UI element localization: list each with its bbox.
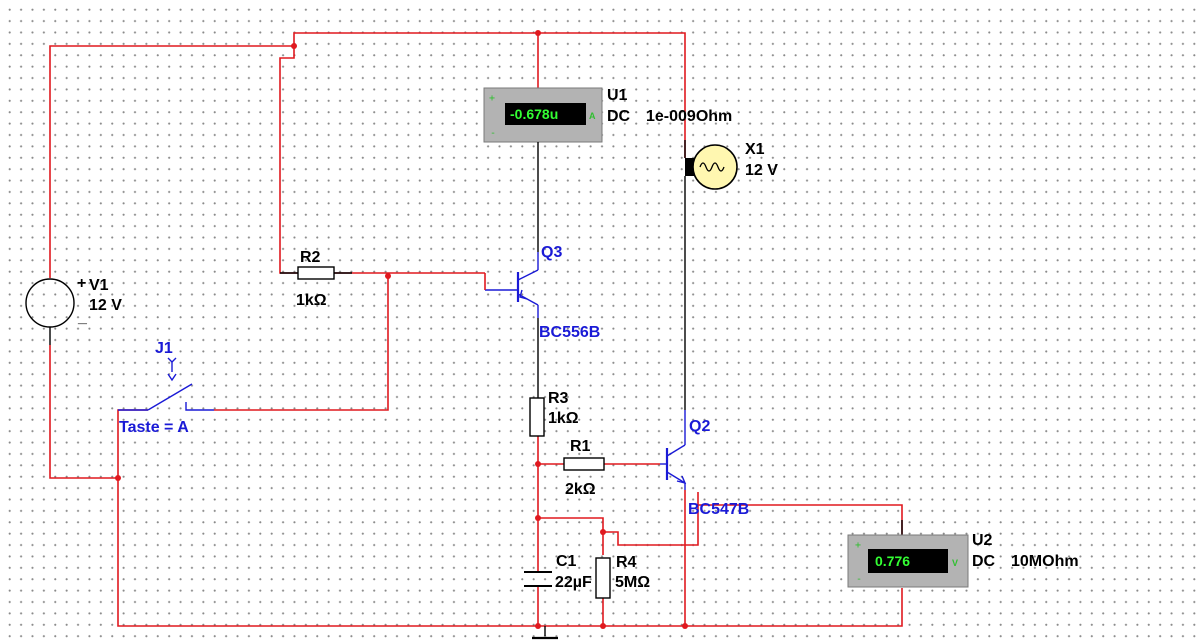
wire-q2-r4 — [603, 505, 698, 545]
q3-transistor[interactable]: Q3 BC556B — [485, 244, 600, 341]
u1-plus: + — [489, 93, 495, 104]
r3-value: 1kΩ — [548, 410, 579, 427]
j1-right-contact — [186, 402, 214, 410]
j1-key: Taste = A — [119, 419, 189, 436]
u2-plus: + — [855, 540, 861, 551]
u2-reading: 0.776 — [875, 553, 910, 569]
u2-setting: 10MOhm — [1011, 553, 1079, 570]
c1-ref: C1 — [556, 553, 577, 570]
j1-key-mark — [168, 358, 176, 362]
v1-ref: V1 — [89, 277, 109, 294]
wire-switch-left — [118, 410, 902, 626]
u1-reading: -0.678u — [510, 106, 558, 122]
x1-bulb — [693, 145, 737, 189]
junction — [385, 273, 391, 279]
q2-ref: Q2 — [689, 418, 710, 435]
j1-key-mark — [168, 374, 176, 380]
x1-value: 12 V — [745, 162, 778, 179]
r2-value: 1kΩ — [296, 292, 327, 309]
r2-ref: R2 — [300, 249, 321, 266]
r4-value: 5MΩ — [615, 574, 650, 591]
x1-lamp[interactable]: X1 12 V — [685, 140, 778, 410]
c1-capacitor[interactable]: C1 22µF — [524, 553, 592, 591]
junction — [682, 623, 688, 629]
q2-transistor[interactable]: Q2 BC547B — [660, 410, 749, 518]
wire-r2-feed — [280, 46, 298, 273]
v1-circle — [26, 279, 74, 327]
r1-body — [564, 458, 604, 470]
u2-ref: U2 — [972, 532, 993, 549]
r1-ref: R1 — [570, 438, 591, 455]
r1-value: 2kΩ — [565, 481, 596, 498]
r4-body — [596, 558, 610, 598]
junction — [291, 43, 297, 49]
r2-body — [298, 267, 334, 279]
v1-source[interactable]: + V1 12 V _ — [26, 275, 122, 345]
u2-minus: - — [856, 574, 862, 585]
r1-resistor[interactable]: R1 2kΩ — [564, 438, 604, 498]
q3-ref: Q3 — [541, 244, 562, 261]
r3-ref: R3 — [548, 390, 569, 407]
junction — [600, 529, 606, 535]
c1-value: 22µF — [555, 574, 592, 591]
q2-model: BC547B — [688, 501, 749, 518]
u1-minus: - — [490, 128, 496, 139]
r4-resistor[interactable]: R4 5MΩ — [596, 554, 650, 598]
wires — [50, 33, 902, 626]
j1-switch[interactable]: J1 Taste = A — [118, 340, 214, 436]
r4-ref: R4 — [616, 554, 637, 571]
u2-unit: V — [952, 558, 958, 568]
r2-resistor[interactable]: R2 1kΩ — [280, 249, 352, 309]
u2-mode: DC — [972, 553, 996, 570]
junction — [535, 623, 541, 629]
junction — [535, 30, 541, 36]
q3-collector — [518, 270, 538, 280]
x1-ref: X1 — [745, 141, 765, 158]
wire-v1-bottom — [50, 345, 118, 478]
v1-plus: + — [77, 275, 86, 292]
u2-voltmeter[interactable]: 0.776 + - V U2 DC 10MOhm — [848, 520, 1079, 587]
junction — [600, 623, 606, 629]
q3-model: BC556B — [539, 324, 600, 341]
junction — [535, 515, 541, 521]
u1-unit: A — [589, 111, 596, 121]
j1-ref: J1 — [155, 340, 173, 357]
u1-mode: DC — [607, 108, 631, 125]
r3-body — [530, 398, 544, 436]
v1-minus: _ — [77, 309, 88, 326]
u1-ref: U1 — [607, 87, 628, 104]
v1-value: 12 V — [89, 297, 122, 314]
u1-setting: 1e-009Ohm — [646, 108, 732, 125]
q2-collector — [667, 445, 685, 456]
junction — [535, 461, 541, 467]
wire-top-left — [50, 46, 294, 278]
junction — [115, 475, 121, 481]
